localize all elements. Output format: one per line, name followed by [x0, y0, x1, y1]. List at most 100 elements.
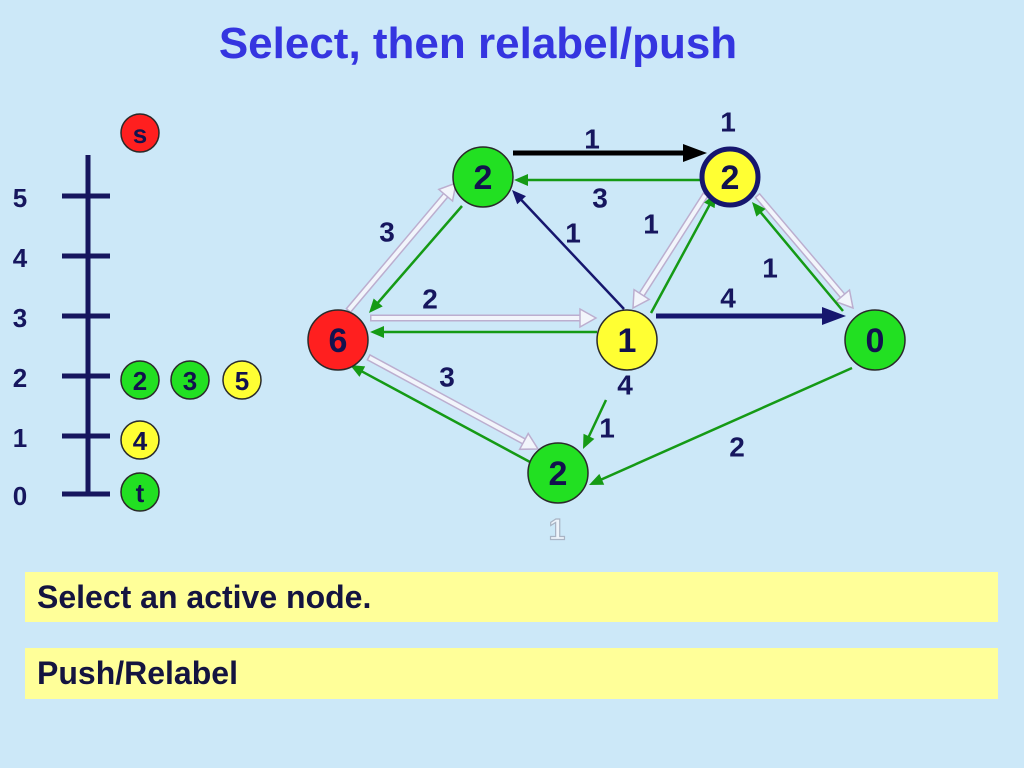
graph-node-label: 0	[866, 322, 885, 360]
bucket-node-label: 3	[183, 366, 197, 396]
arrowhead	[579, 307, 598, 329]
node-annotations: 1 4 1	[548, 107, 736, 548]
graph-node-left: 6	[307, 309, 369, 371]
arrow-shaft	[586, 399, 608, 439]
edge-label: 1	[643, 209, 659, 240]
bucket-node-circle	[170, 360, 210, 400]
arrow-center-to-left	[370, 326, 597, 338]
arrow-hollow-left-to-bottom	[366, 353, 540, 451]
node-annotation: 4	[617, 370, 633, 401]
graph-node-bottom: 2	[527, 442, 589, 504]
bucket-node-level-2-second: 3	[170, 360, 210, 400]
edge-label: 3	[439, 362, 455, 393]
arrow-right-to-top-right	[752, 202, 844, 312]
graph-node-center: 1	[596, 309, 658, 371]
graph-node-circle	[307, 309, 369, 371]
height-tick-label: 3	[13, 303, 27, 333]
arrow-shaft	[649, 202, 712, 314]
edge-label: 2	[422, 284, 438, 315]
arrow-shaft-inner	[368, 355, 527, 445]
edge-label: 4	[720, 283, 736, 314]
arrowhead	[370, 326, 384, 338]
graph-node-circle	[527, 442, 589, 504]
graph-node-label: 2	[721, 159, 740, 197]
graph-node-circle	[844, 309, 906, 371]
arrow-hollow-top-right-to-right	[754, 192, 854, 310]
arrow-hollow-left-to-top-left	[345, 181, 457, 314]
bucket-node-circle	[222, 360, 262, 400]
graph-nodes: 2 2 6 1 0 2	[307, 146, 906, 504]
edge-label: 1	[584, 124, 600, 155]
bucket-node-label: 2	[133, 366, 147, 396]
arrowhead	[350, 365, 366, 377]
graph-node-label: 1	[618, 322, 637, 360]
edge-label: 2	[729, 432, 745, 463]
arrowhead	[514, 174, 528, 186]
edge-label: 1	[762, 253, 778, 284]
bucket-node-circle	[120, 420, 160, 460]
arrow-center-to-right	[656, 307, 846, 325]
graph-node-top-left: 2	[452, 146, 514, 208]
arrow-shaft	[758, 210, 844, 312]
arrow-shaft-inner	[347, 192, 449, 312]
arrow-top-right-to-top-left	[514, 174, 700, 186]
arrowhead	[589, 473, 605, 485]
height-tick-label: 5	[13, 183, 27, 213]
arrowhead	[632, 288, 651, 310]
height-tick-label: 0	[13, 481, 27, 511]
arrow-hollow-left-to-center	[370, 307, 598, 329]
arrowhead	[369, 298, 383, 313]
arrowhead	[518, 431, 540, 451]
bucket-node-label: t	[136, 478, 145, 508]
graph-node-circle	[596, 309, 658, 371]
graph-arrows	[345, 144, 854, 485]
height-tick-label: 4	[13, 243, 28, 273]
arrow-bottom-to-left	[350, 365, 531, 464]
height-tick-label: 2	[13, 363, 27, 393]
bucket-node-level-1: 4	[120, 420, 160, 460]
arrowhead	[512, 190, 526, 205]
arrow-shaft-inner	[756, 194, 846, 299]
arrow-shaft	[519, 197, 625, 310]
bucket-node-level-2-third: 5	[222, 360, 262, 400]
height-buckets: s 2 3 5 4 t	[120, 113, 262, 512]
graph-node-circle	[699, 146, 761, 208]
graph-node-circle	[452, 146, 514, 208]
node-annotation-outlined: 1	[549, 514, 566, 547]
slide-title: Select, then relabel/push	[218, 19, 738, 68]
edge-label: 3	[592, 183, 608, 214]
step-text: Push/Relabel	[37, 655, 238, 691]
instruction-box: Select an active node.	[25, 572, 998, 622]
graph-node-label: 2	[549, 455, 568, 493]
arrow-shaft-inner	[638, 194, 707, 298]
arrowhead	[752, 202, 766, 217]
arrowhead	[583, 433, 595, 449]
height-scale: 5 4 3 2 1 0	[13, 155, 110, 511]
graph-node-label: 6	[329, 322, 348, 360]
arrow-right-to-bottom	[589, 366, 853, 485]
arrow-hollow-top-right-to-center	[632, 192, 709, 310]
arrowhead	[822, 307, 846, 325]
arrow-top-left-to-left	[369, 205, 463, 313]
arrow-center-to-top-right	[649, 193, 716, 314]
arrow-shaft	[375, 205, 463, 305]
bucket-node-circle	[120, 360, 160, 400]
bucket-node-circle	[120, 113, 160, 153]
arrow-center-to-top-left	[512, 190, 625, 310]
edge-labels: 1 3 3 1 1 1 2 4 3 1 2	[379, 124, 778, 463]
edge-label: 1	[565, 218, 581, 249]
graph-node-label: 2	[474, 159, 493, 197]
graph-node-right: 0	[844, 309, 906, 371]
bucket-node-label: 5	[235, 366, 249, 396]
bucket-node-source: s	[120, 113, 160, 153]
arrowhead	[834, 288, 854, 310]
instruction-text: Select an active node.	[37, 579, 372, 615]
edge-label: 1	[599, 413, 615, 444]
bucket-node-circle	[120, 472, 160, 512]
graph-node-top-right-selected: 2	[699, 146, 761, 208]
arrow-top-left-to-top-right	[513, 144, 707, 162]
bucket-node-level-2-first: 2	[120, 360, 160, 400]
height-tick-label: 1	[13, 423, 27, 453]
